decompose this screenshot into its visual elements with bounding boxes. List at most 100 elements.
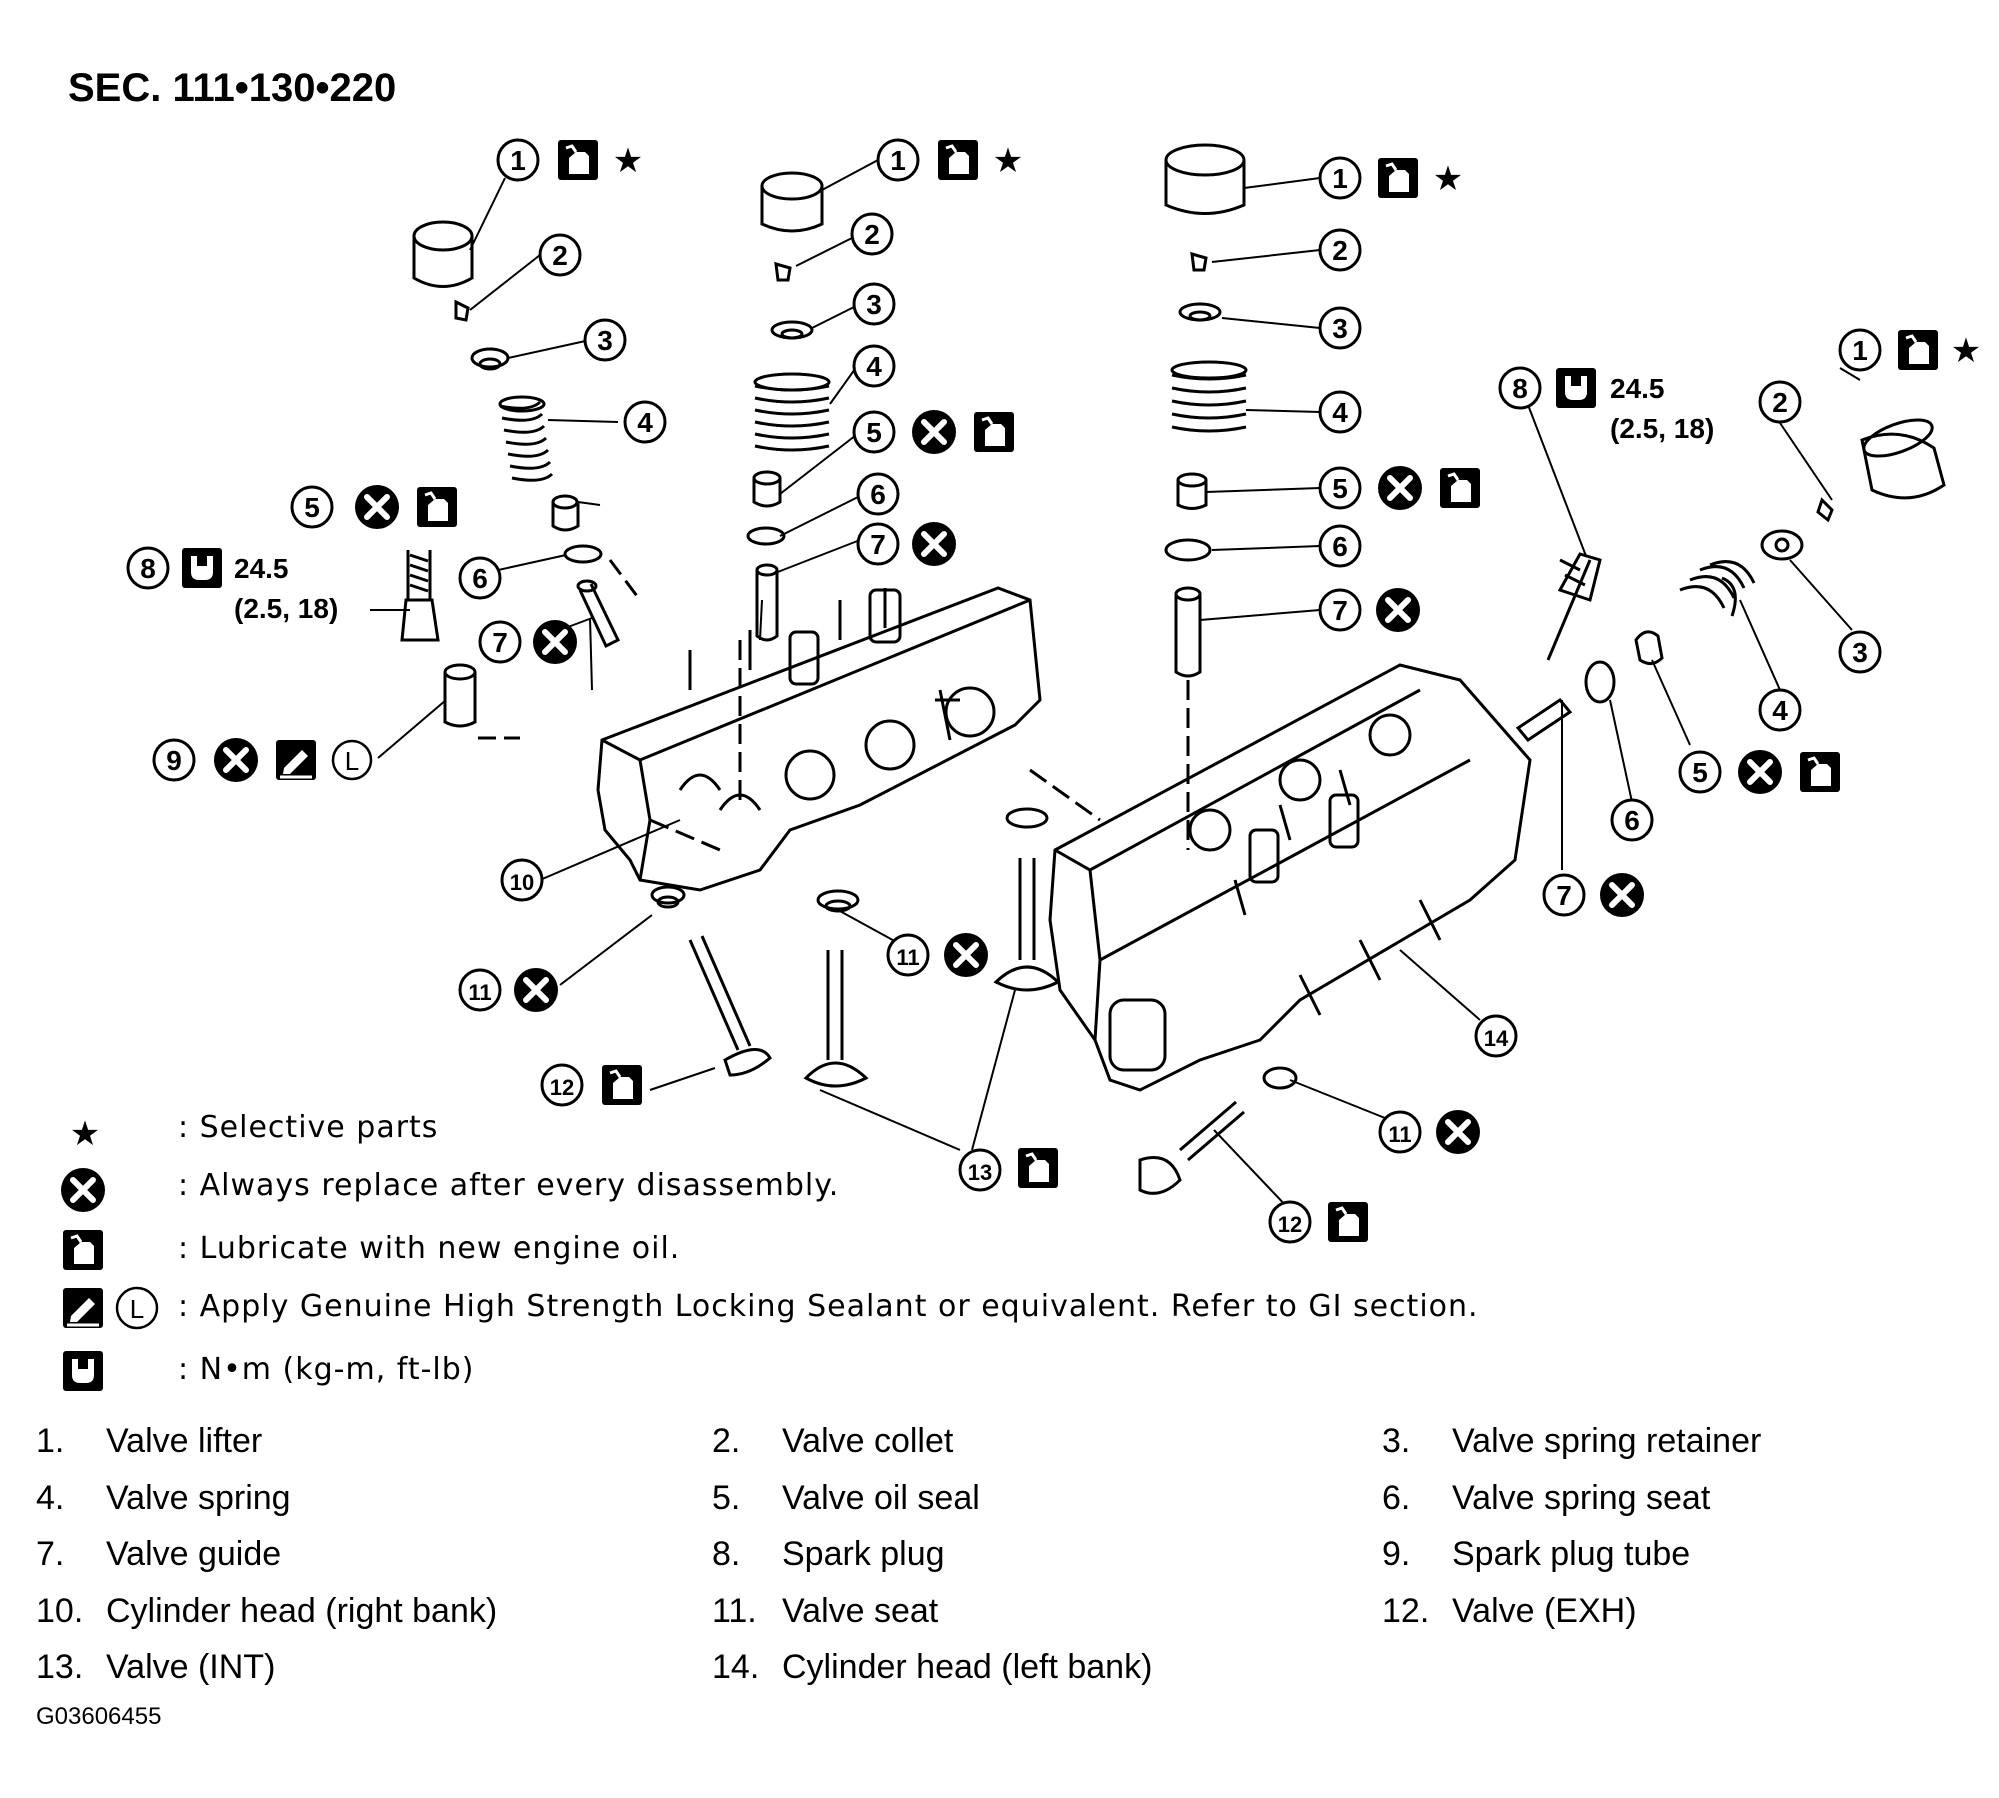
oil-can-icon <box>972 410 1016 454</box>
callout-2: 2 <box>538 233 582 277</box>
parts-list-item: 14.Cylinder head (left bank) <box>712 1648 1153 1686</box>
oil-can-icon <box>61 1228 105 1272</box>
svg-text:5: 5 <box>1332 473 1348 504</box>
legend-lubricate-text: : Lubricate with new engine oil. <box>178 1231 681 1266</box>
svg-text:2: 2 <box>1332 235 1348 266</box>
callout-3: 3 <box>1318 306 1362 350</box>
replace-x-icon <box>533 620 577 664</box>
callout-7: 7 <box>856 522 900 566</box>
callout-11: 11 <box>1378 1110 1422 1154</box>
oil-can-icon <box>1896 328 1940 372</box>
svg-text:5: 5 <box>866 417 882 448</box>
parts-list-item: 6.Valve spring seat <box>1382 1479 1711 1517</box>
replace-x-icon <box>1738 750 1782 794</box>
oil-can-icon <box>415 485 459 529</box>
svg-text:1: 1 <box>1332 163 1348 194</box>
svg-text:3: 3 <box>866 289 882 320</box>
callout-10: 10 <box>500 858 544 902</box>
svg-text:2: 2 <box>552 240 568 271</box>
legend-torque-text: : N•m (kg-m, ft-lb) <box>178 1352 475 1387</box>
replace-x-icon <box>1600 873 1644 917</box>
callout-12: 12 <box>1268 1200 1312 1244</box>
callout-6: 6 <box>856 472 900 516</box>
torque-wrench-icon <box>1556 368 1596 408</box>
svg-text:7: 7 <box>870 529 886 560</box>
parts-list-item: 4.Valve spring <box>36 1479 291 1517</box>
replace-x-icon <box>355 485 399 529</box>
oil-can-icon <box>1438 466 1482 510</box>
callout-2: 2 <box>1318 228 1362 272</box>
callout-5: 5 <box>1318 466 1362 510</box>
callout-7: 7 <box>1542 873 1586 917</box>
callout-4: 4 <box>852 344 896 388</box>
svg-text:4: 4 <box>637 407 653 438</box>
svg-text:9: 9 <box>166 745 182 776</box>
callout-1: 1 <box>496 138 540 182</box>
callout-1: 1 <box>1318 156 1362 200</box>
torque-value: 24.5 <box>234 553 289 584</box>
replace-x-icon <box>944 933 988 977</box>
parts-list-item: 5.Valve oil seal <box>712 1479 980 1517</box>
selective-star-icon: ★ <box>993 141 1023 181</box>
parts-list-item: 8.Spark plug <box>712 1535 945 1573</box>
parts-list-item: 7.Valve guide <box>36 1535 282 1573</box>
locking-sealant-L-icon: L <box>115 1286 159 1330</box>
callout-3: 3 <box>1838 630 1882 674</box>
svg-text:6: 6 <box>472 563 488 594</box>
legend-sealant-text: : Apply Genuine High Strength Locking Se… <box>178 1289 1479 1324</box>
torque-units: (2.5, 18) <box>1610 413 1714 444</box>
replace-x-icon <box>1378 466 1422 510</box>
svg-text:L: L <box>130 1294 144 1324</box>
callout-6: 6 <box>458 556 502 600</box>
callout-2: 2 <box>850 212 894 256</box>
svg-text:13: 13 <box>968 1160 992 1185</box>
torque-value: 24.5 <box>1610 373 1665 404</box>
svg-text:3: 3 <box>1332 313 1348 344</box>
callout-8: 8 <box>1498 366 1542 410</box>
oil-can-icon <box>556 138 600 182</box>
callout-5: 5 <box>1678 750 1722 794</box>
callout-12: 12 <box>540 1063 584 1107</box>
oil-can-icon <box>1016 1146 1060 1190</box>
replace-x-icon <box>1436 1110 1480 1154</box>
torque-wrench-icon <box>182 548 222 588</box>
parts-list-item: 13.Valve (INT) <box>36 1648 276 1686</box>
svg-text:4: 4 <box>1332 397 1348 428</box>
svg-text:L: L <box>345 746 359 776</box>
parts-list-item: 1.Valve lifter <box>36 1422 263 1460</box>
legend-selective-text: : Selective parts <box>178 1110 439 1145</box>
oil-can-icon <box>1326 1200 1370 1244</box>
svg-text:11: 11 <box>896 945 919 970</box>
svg-text:1: 1 <box>890 145 906 176</box>
svg-text:5: 5 <box>1692 757 1708 788</box>
replace-x-icon <box>912 410 956 454</box>
parts-list-item: 10.Cylinder head (right bank) <box>36 1592 498 1630</box>
sealant-icon <box>61 1286 105 1330</box>
callout-7: 7 <box>1318 588 1362 632</box>
callout-6: 6 <box>1610 798 1654 842</box>
svg-text:5: 5 <box>304 492 320 523</box>
svg-text:2: 2 <box>1772 387 1788 418</box>
svg-text:12: 12 <box>1278 1212 1302 1237</box>
svg-text:1: 1 <box>510 145 526 176</box>
callout-2: 2 <box>1758 380 1802 424</box>
svg-text:6: 6 <box>1624 805 1640 836</box>
selective-star-icon: ★ <box>613 141 643 181</box>
callout-3: 3 <box>852 282 896 326</box>
callout-11: 11 <box>886 933 930 977</box>
selective-star-icon: ★ <box>70 1114 100 1154</box>
parts-list-item: 11.Valve seat <box>712 1592 939 1630</box>
torque-wrench-icon <box>63 1351 103 1391</box>
callout-6: 6 <box>1318 524 1362 568</box>
svg-text:7: 7 <box>1332 595 1348 626</box>
parts-list-item: 9.Spark plug tube <box>1382 1535 1691 1573</box>
svg-text:2: 2 <box>864 219 880 250</box>
callout-5: 5 <box>290 485 334 529</box>
svg-text:8: 8 <box>140 553 156 584</box>
replace-x-icon <box>1376 588 1420 632</box>
callout-9: 9 <box>152 738 196 782</box>
callout-14: 14 <box>1474 1014 1518 1058</box>
callout-8: 8 <box>126 546 170 590</box>
